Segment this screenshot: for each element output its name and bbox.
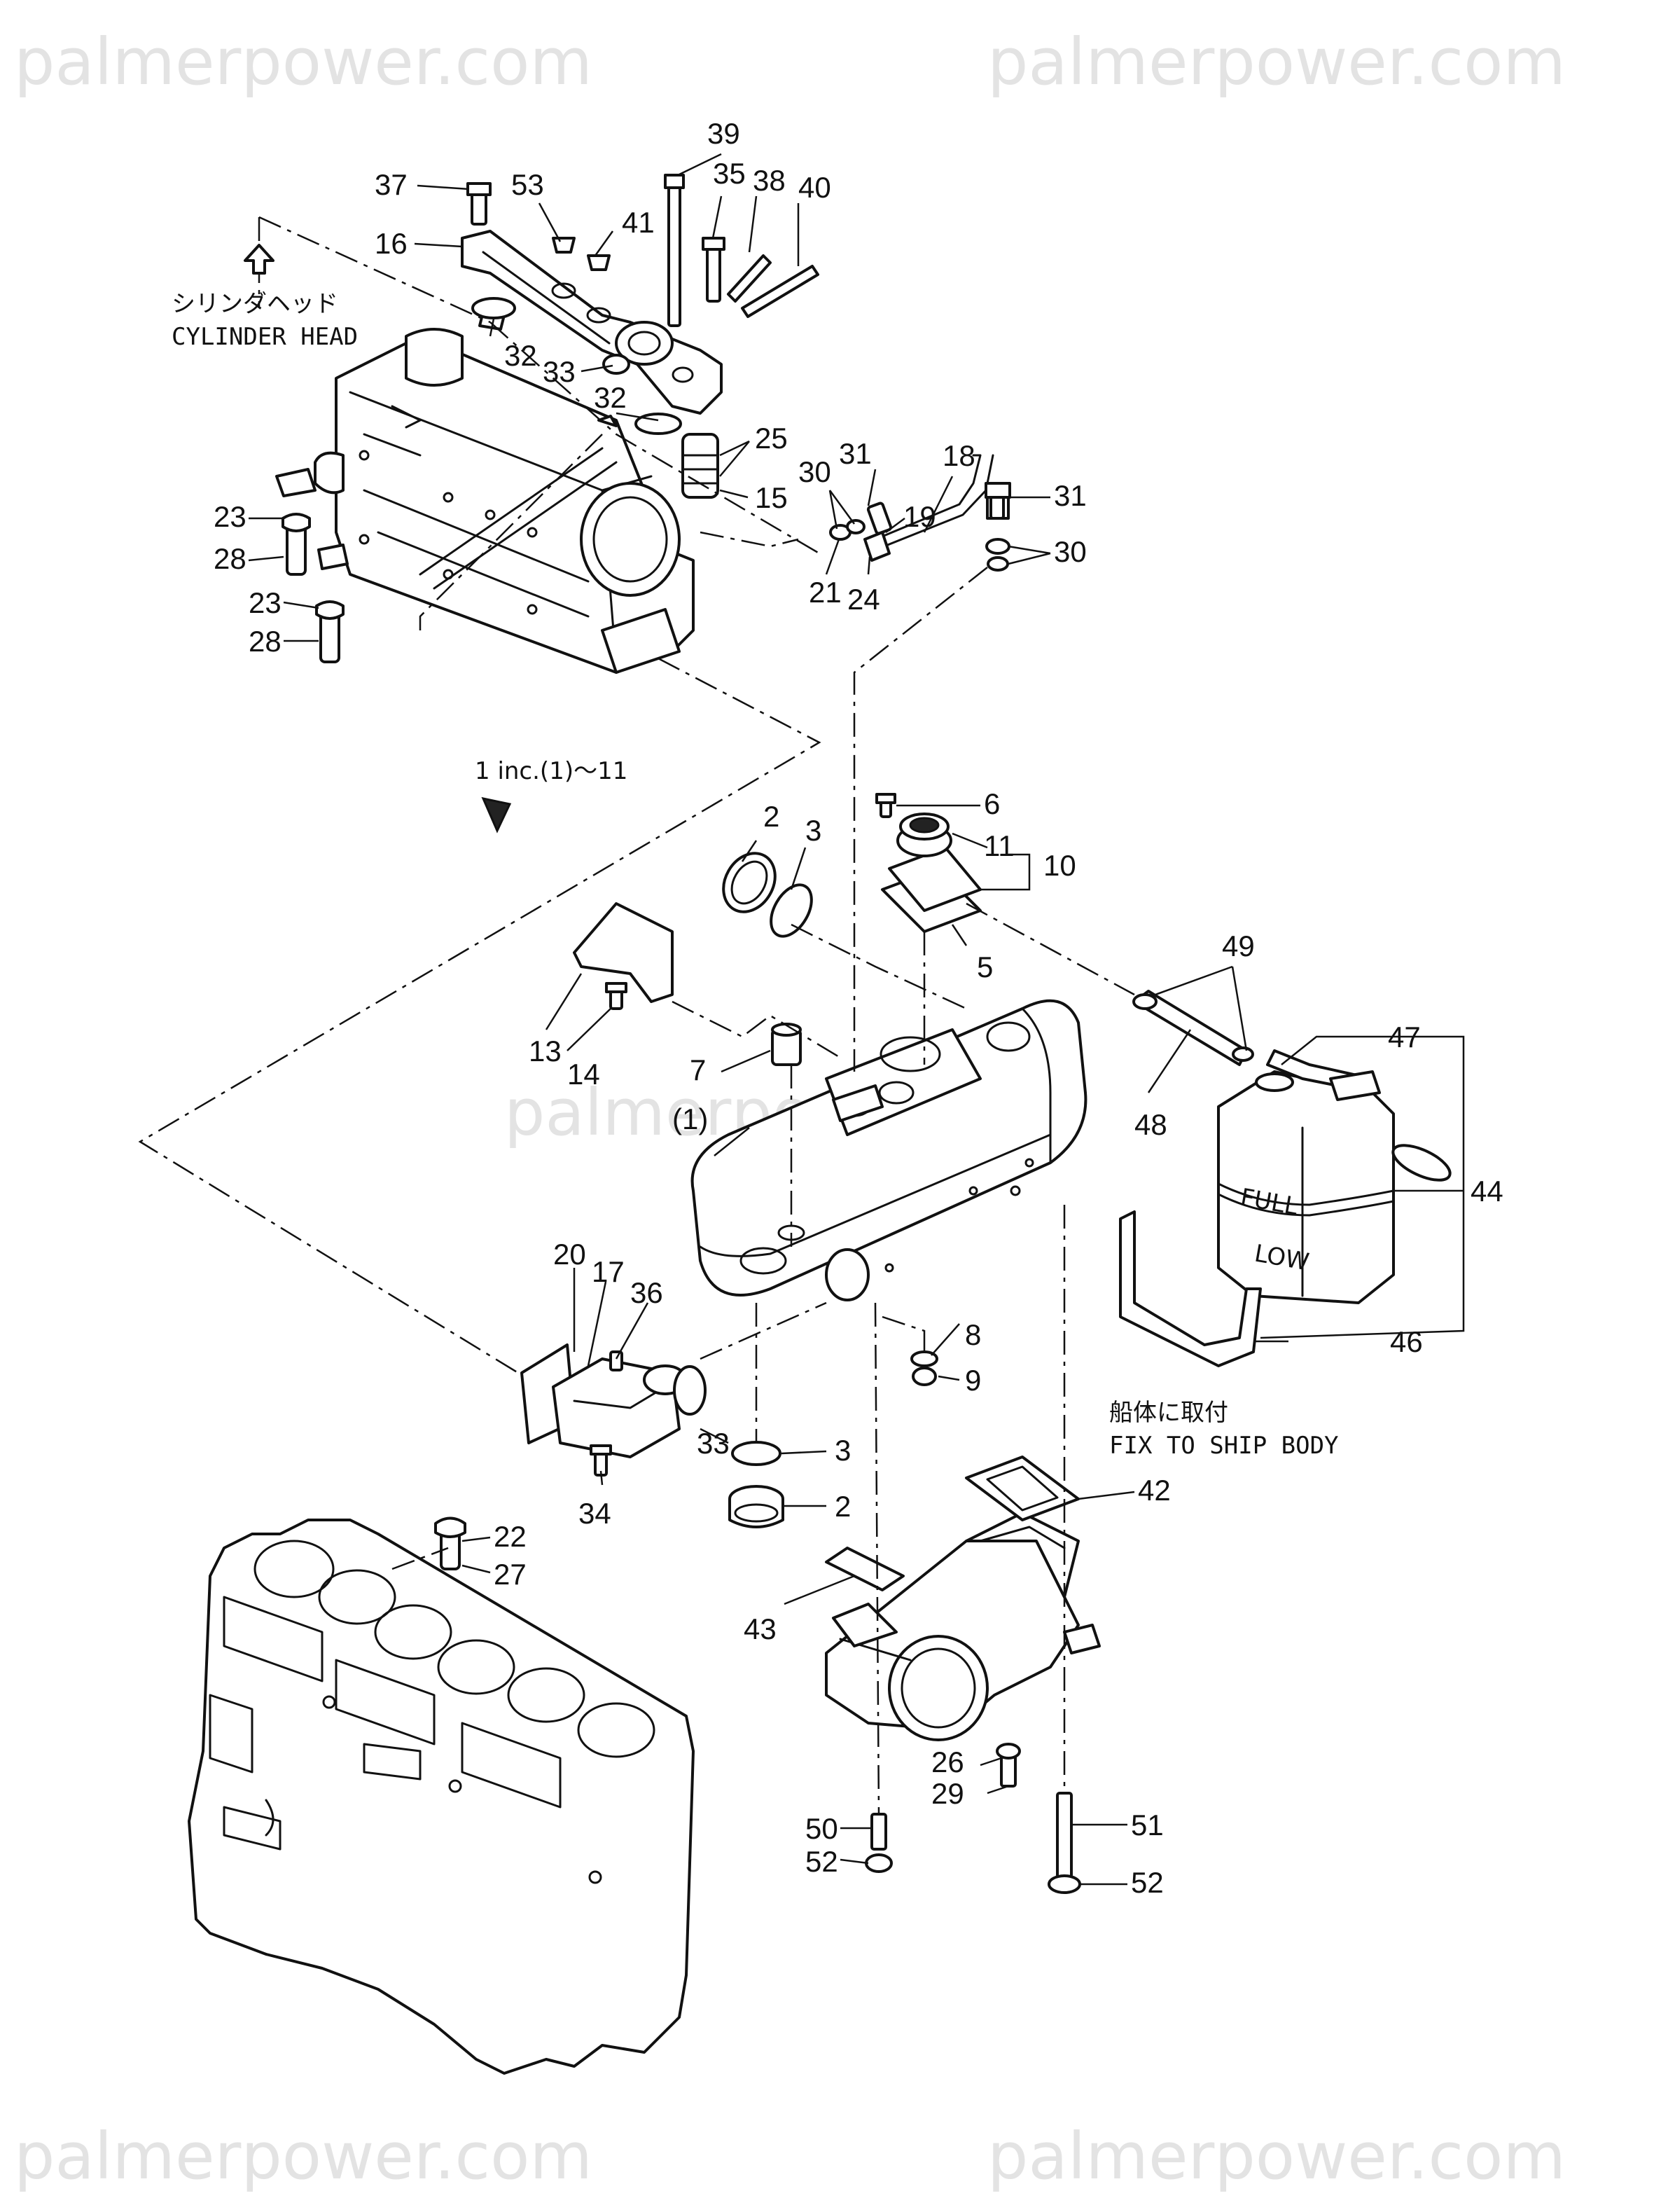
callout-14: 14 bbox=[567, 1058, 600, 1091]
assembly-note: 1 inc.(1)～11 bbox=[475, 757, 627, 785]
watermark-top-left: palmerpower.com bbox=[14, 25, 592, 99]
zinc-plug-drawing bbox=[771, 1023, 802, 1066]
callout-9: 9 bbox=[965, 1364, 981, 1397]
watermark-bottom-right: palmerpower.com bbox=[987, 2119, 1566, 2194]
callout-6: 6 bbox=[984, 787, 1000, 820]
callout-31-left: 31 bbox=[839, 437, 872, 470]
callout-42: 42 bbox=[1138, 1474, 1171, 1507]
overflow-pipe-drawing bbox=[829, 454, 1011, 572]
callout-28-top: 28 bbox=[214, 542, 246, 575]
callout-43: 43 bbox=[744, 1612, 777, 1645]
triangle-pointer-icon bbox=[481, 796, 512, 834]
watermarks: palmerpower.com palmerpower.com palmerpo… bbox=[14, 25, 1566, 2194]
callout-34: 34 bbox=[578, 1497, 611, 1530]
callout-36: 36 bbox=[630, 1276, 663, 1309]
callout-3-bottom: 3 bbox=[835, 1434, 851, 1467]
callout-39: 39 bbox=[707, 117, 740, 150]
callout-22: 22 bbox=[494, 1520, 527, 1553]
manifold-bolts bbox=[466, 174, 819, 327]
callout-18: 18 bbox=[943, 439, 975, 472]
flow-lines bbox=[138, 216, 1135, 1815]
callout-29: 29 bbox=[931, 1777, 964, 1810]
callout-21: 21 bbox=[809, 576, 842, 609]
callout-31-right: 31 bbox=[1054, 479, 1087, 512]
thermostat-drawing bbox=[681, 433, 719, 499]
callout-2-top: 2 bbox=[763, 800, 779, 833]
pressure-cap-drawing bbox=[875, 793, 982, 933]
callout-11: 11 bbox=[984, 829, 1015, 862]
callout-51: 51 bbox=[1131, 1809, 1164, 1841]
ship-body-label-en: FIX TO SHIP BODY bbox=[1109, 1432, 1339, 1460]
reserve-tank-drawing: FULL LOW bbox=[1217, 1049, 1452, 1304]
callout-48: 48 bbox=[1134, 1108, 1167, 1141]
callout-17: 17 bbox=[592, 1255, 625, 1288]
water-manifold-drawing bbox=[461, 230, 723, 435]
ship-body-label-jp: 船体に取付 bbox=[1109, 1399, 1228, 1427]
head-fittings bbox=[275, 468, 349, 663]
callout-27: 27 bbox=[494, 1558, 527, 1591]
drain-cock-drawing bbox=[910, 1350, 938, 1386]
callout-37: 37 bbox=[375, 168, 408, 201]
callout-16: 16 bbox=[375, 227, 408, 260]
callout-40: 40 bbox=[798, 171, 831, 204]
callout-52-left: 52 bbox=[805, 1845, 838, 1878]
cylinder-head-label-jp: シリンダヘッド bbox=[172, 290, 338, 318]
callout-33-top: 33 bbox=[543, 355, 576, 388]
callout-19: 19 bbox=[903, 500, 936, 533]
reserve-hose-drawing bbox=[1132, 990, 1254, 1066]
exhaust-elbow-drawing bbox=[825, 1512, 1101, 1741]
callout-53: 53 bbox=[511, 168, 544, 201]
heat-exchanger-drawing bbox=[690, 999, 1087, 1301]
callout-5: 5 bbox=[977, 951, 993, 983]
labels: シリンダヘッド CYLINDER HEAD 1 inc.(1)～11 (1) 船… bbox=[172, 290, 1339, 1460]
callout-7: 7 bbox=[690, 1053, 706, 1086]
callout-32-top: 32 bbox=[504, 339, 537, 372]
callout-20: 20 bbox=[553, 1238, 586, 1271]
bracket-drawing bbox=[573, 902, 674, 1010]
callout-44: 44 bbox=[1471, 1175, 1503, 1208]
callout-33-bottom: 33 bbox=[697, 1427, 730, 1460]
callout-35: 35 bbox=[713, 157, 746, 190]
gaskets-drawing bbox=[825, 1456, 1080, 1591]
callout-49: 49 bbox=[1222, 929, 1255, 962]
plug-top-drawing bbox=[722, 852, 813, 938]
watermark-top-right: palmerpower.com bbox=[987, 25, 1566, 99]
cylinder-head-label-en: CYLINDER HEAD bbox=[172, 323, 358, 351]
callout-13: 13 bbox=[529, 1035, 562, 1067]
callout-28-bottom: 28 bbox=[249, 625, 282, 658]
elbow-drawing bbox=[520, 1343, 707, 1477]
callout-25: 25 bbox=[755, 422, 788, 455]
watermark-bottom-left: palmerpower.com bbox=[14, 2119, 592, 2194]
callout-10: 10 bbox=[1043, 849, 1076, 882]
studs-drawing bbox=[865, 1743, 1081, 1894]
part-callouts: 39 37 53 35 38 40 16 41 32 33 32 25 15 1… bbox=[214, 117, 1503, 1899]
callout-15: 15 bbox=[755, 481, 788, 514]
small-arrow-icon bbox=[597, 415, 618, 427]
callout-2-bottom: 2 bbox=[835, 1490, 851, 1523]
callout-26: 26 bbox=[931, 1746, 964, 1778]
callout-47: 47 bbox=[1388, 1021, 1421, 1053]
cylinder-block-drawing bbox=[188, 1516, 695, 2075]
callout-38: 38 bbox=[753, 164, 786, 197]
callout-30-left: 30 bbox=[798, 455, 831, 488]
callout-23-bottom: 23 bbox=[249, 586, 282, 619]
callout-24: 24 bbox=[847, 583, 880, 616]
sub-assembly-label: (1) bbox=[672, 1102, 708, 1135]
callout-8: 8 bbox=[965, 1318, 981, 1351]
plug-bottom-drawing bbox=[728, 1441, 784, 1528]
leader-lines bbox=[248, 153, 1465, 1886]
tank-bracket-drawing bbox=[1119, 1210, 1262, 1367]
direction-arrows bbox=[244, 244, 618, 834]
callout-46: 46 bbox=[1390, 1325, 1423, 1358]
up-arrow-icon bbox=[244, 244, 274, 275]
callout-30-right: 30 bbox=[1054, 535, 1087, 568]
callout-23-top: 23 bbox=[214, 500, 246, 533]
callout-32-mid: 32 bbox=[594, 381, 627, 414]
callout-50: 50 bbox=[805, 1812, 838, 1845]
callout-41: 41 bbox=[622, 206, 655, 239]
cylinder-head-drawing bbox=[314, 328, 695, 674]
callout-52-right: 52 bbox=[1131, 1866, 1164, 1899]
callout-3-top: 3 bbox=[805, 814, 821, 847]
